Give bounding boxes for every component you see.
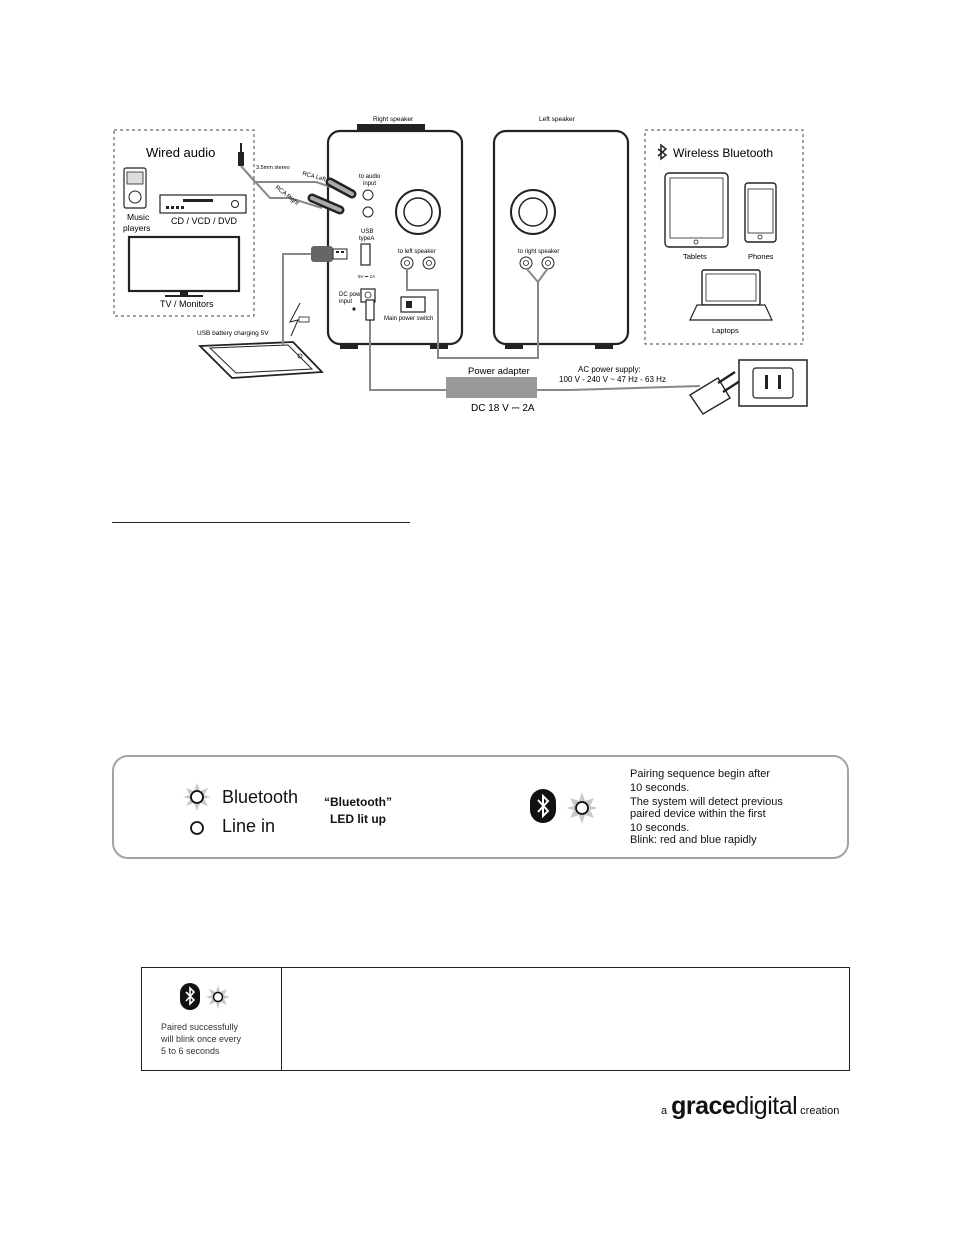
music-players-label-2: players	[123, 223, 150, 233]
led-blinking-icon	[566, 792, 598, 824]
led-note-line-2: LED lit up	[330, 812, 386, 826]
stereo-jack-icon	[238, 143, 244, 166]
charging-tablet-icon	[197, 341, 324, 379]
status-table-cell-right	[282, 968, 849, 1070]
in-jack-2	[541, 256, 555, 270]
paired-text-2: will blink once every	[161, 1034, 242, 1044]
status-table-cell-left: Paired successfully will blink once ever…	[142, 968, 282, 1070]
rca-input-right-jack	[362, 206, 374, 218]
led-note-line-1: “Bluetooth”	[324, 795, 392, 809]
laptops-label: Laptops	[712, 326, 739, 335]
rca-input-left-jack	[362, 189, 374, 201]
paired-text-3: 5 to 6 seconds	[161, 1046, 220, 1056]
tv-monitors-label: TV / Monitors	[160, 299, 214, 309]
wall-outlet-icon	[738, 359, 808, 407]
tablets-label: Tablets	[683, 252, 707, 261]
usb-type-a-label-1: USB	[361, 229, 373, 235]
section-rule	[112, 522, 410, 523]
led-blinking-icon	[206, 985, 230, 1009]
mode-bluetooth-label: Bluetooth	[222, 787, 299, 807]
reset-dot	[352, 307, 356, 311]
rca-plugs-icon	[307, 177, 357, 215]
speaker-top-bar	[357, 124, 425, 130]
to-right-speaker-label: to right speaker	[518, 249, 559, 255]
main-power-switch-label: Main power switch	[384, 316, 433, 322]
pairing-text-6: Blink: red and blue rapidly	[630, 834, 757, 846]
stereo-35-label: 3.5mm stereo	[256, 165, 290, 171]
usb-plug-icon	[311, 246, 348, 262]
music-players-label-1: Music	[127, 212, 150, 222]
phone-icon	[744, 182, 777, 243]
tablet-icon	[664, 172, 729, 248]
dvd-player-icon	[159, 194, 247, 214]
left-speaker-icon	[492, 129, 630, 349]
usb-rating-label: 5V ⎓ 1A	[358, 274, 375, 279]
ac-plug-icon	[689, 370, 741, 415]
cd-vcd-dvd-label: CD / VCD / DVD	[171, 216, 238, 226]
brand-logo: a grace digital creation	[661, 1092, 839, 1122]
usb-charging-label: USB battery charging 5V	[197, 330, 269, 337]
out-jack-2	[422, 256, 436, 270]
main-power-switch	[400, 296, 426, 313]
usb-port	[360, 243, 371, 266]
power-adapter-label: Power adapter	[468, 366, 530, 377]
to-audio-input-label-2: input	[363, 181, 376, 187]
laptop-icon	[689, 269, 773, 321]
music-player-icon	[123, 167, 147, 209]
led-line-in-icon	[190, 821, 204, 835]
pairing-text-2: 10 seconds.	[630, 782, 690, 794]
tv-icon	[127, 235, 241, 297]
lightning-icon	[289, 302, 310, 337]
bluetooth-icon	[530, 789, 556, 823]
to-left-speaker-label: to left speaker	[398, 249, 436, 255]
brand-name-light: digital	[735, 1092, 798, 1120]
wireless-bluetooth-box	[644, 129, 804, 345]
pairing-text-3: The system will detect previous	[630, 796, 783, 808]
in-jack-1	[519, 256, 533, 270]
wired-audio-title: Wired audio	[146, 145, 215, 160]
dc-rating-label: DC 18 V ⎓ 2A	[471, 403, 535, 414]
bluetooth-icon	[180, 983, 200, 1010]
wireless-bluetooth-title: Wireless Bluetooth	[673, 146, 773, 160]
rca-right-label: RCA Right	[274, 185, 300, 207]
led-bluetooth-lit-icon	[183, 783, 211, 811]
left-speaker-label: Left speaker	[539, 116, 576, 123]
wired-audio-box	[113, 129, 255, 317]
out-jack-1	[400, 256, 414, 270]
to-audio-input-label-1: to audio	[359, 174, 381, 180]
cables	[240, 165, 701, 391]
usb-type-a-label-2: typeA	[359, 236, 374, 242]
brand-prefix: a	[661, 1105, 668, 1117]
bluetooth-small-icon	[657, 143, 668, 161]
pairing-text-4: paired device within the first	[630, 808, 766, 820]
connection-diagram: Wired audio Music players CD / VCD / DVD…	[113, 116, 808, 415]
status-table: Paired successfully will blink once ever…	[141, 967, 850, 1071]
power-adapter-brick	[446, 377, 537, 398]
right-speaker-label: Right speaker	[373, 116, 414, 123]
ac-supply-label-1: AC power supply:	[578, 365, 641, 374]
ac-supply-label-2: 100 V - 240 V ~ 47 Hz - 63 Hz	[559, 375, 666, 384]
brand-name-bold: grace	[671, 1092, 736, 1120]
paired-text-1: Paired successfully	[161, 1022, 239, 1032]
status-panel	[112, 755, 849, 859]
mode-line-in-label: Line in	[222, 816, 276, 836]
dc-power-input-label-1: DC power	[339, 292, 366, 298]
pairing-text-5: 10 seconds.	[630, 822, 690, 834]
brand-suffix: creation	[800, 1105, 840, 1117]
phones-label: Phones	[748, 252, 774, 261]
dc-power-input-label-2: input	[339, 299, 352, 305]
pairing-text-1: Pairing sequence begin after	[630, 768, 771, 780]
dc-plug-icon	[365, 299, 375, 321]
